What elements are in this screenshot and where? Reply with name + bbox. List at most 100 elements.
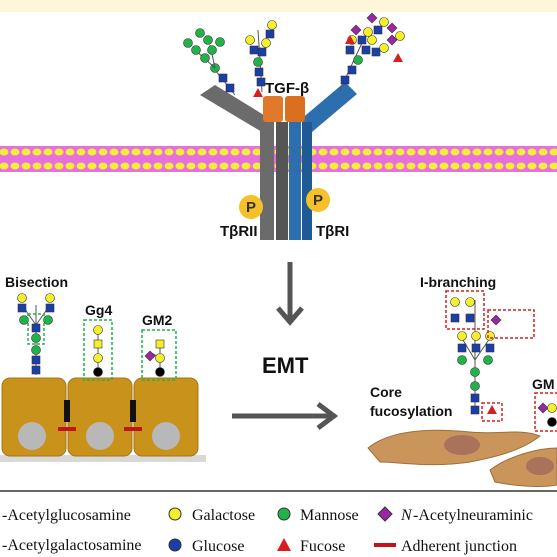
lipid-head [505,148,515,156]
glycan-square [155,339,165,349]
adherent-junction-icon [374,543,396,547]
glycan-circle [215,37,225,47]
lipid-head [395,162,405,170]
tbri-stem-1 [289,122,301,240]
lipid-head [472,148,482,156]
lipid-head [329,162,339,170]
lipid-head [142,148,152,156]
lipid-head [76,148,86,156]
tgf-beta-ligand-1 [263,96,283,122]
lipid-head [43,162,53,170]
legend-glucose: Glucose [192,538,244,555]
i-branching-box-2 [487,309,535,339]
glycan-square [345,45,355,55]
glycan-square [31,365,41,375]
epithelial-cells [0,377,206,462]
lipid-head [164,148,174,156]
mannose-icon [277,507,291,521]
galactose-icon [168,507,182,521]
lipid-head [472,162,482,170]
glycan-square [371,47,381,57]
lipid-head [197,148,207,156]
glycan-square [357,35,367,45]
glycan-circle [457,355,467,365]
glycan-circle [485,331,495,341]
nucleus-1 [18,422,46,450]
lipid-head [483,148,493,156]
fucosylation-label: fucosylation [370,403,452,419]
lipid-head [131,162,141,170]
lipid-head [219,148,229,156]
lipid-head [406,162,416,170]
nucleus-2 [86,422,114,450]
legend-adherent: Adherent junction [401,538,517,555]
lipid-head [208,148,218,156]
lipid-head [439,162,449,170]
emt-label: EMT [262,353,309,378]
lipid-head [43,148,53,156]
glycan-triangle [487,405,497,414]
lipid-head [164,162,174,170]
tbri-stem-2 [302,122,312,240]
lipid-head [10,162,20,170]
glycan-circle [191,45,201,55]
lipid-head [32,148,42,156]
lipid-head [186,162,196,170]
top-banner [0,0,557,12]
glycan-circle [93,367,103,377]
i-branching-label: I-branching [420,274,496,290]
gm-partial-label: GM [532,376,555,392]
glycan-circle [367,35,377,45]
tbrii-stem-1 [260,122,274,240]
lipid-head [65,162,75,170]
lipid-head [87,148,97,156]
glycan-square [17,303,27,313]
lipid-head [98,162,108,170]
legend-neu-n: N [400,507,413,524]
glycan-circle [93,353,103,363]
lipid-head [384,162,394,170]
lipid-head [516,162,526,170]
tbri-right-arm [300,82,357,132]
core-label: Core [370,384,402,400]
adherent-junction-1 [58,427,76,431]
glycan-square [256,77,266,87]
glycan-square [45,303,55,313]
glycan-diamond [386,34,398,46]
lipid-head [120,162,130,170]
lower-glycans [17,293,557,427]
tgf-beta-receptor-complex: P P [200,82,357,240]
glycan-circle [93,325,103,335]
lipid-head [98,148,108,156]
lipid-head [109,148,119,156]
lipid-head [252,148,262,156]
glycan-circle [547,417,557,427]
glycan-circle [207,45,217,55]
lipid-head [395,148,405,156]
glycan-square [93,339,103,349]
lipid-head [384,148,394,156]
glycan-square [31,355,41,365]
lipid-head [351,148,361,156]
bisection-box [27,313,45,345]
lipid-head [208,162,218,170]
lipid-head [241,162,251,170]
lipid-head [175,162,185,170]
lipid-head [219,162,229,170]
glycan-circle [470,381,480,391]
lipid-head [373,148,383,156]
lipid-head [450,148,460,156]
lipid-head [428,162,438,170]
nucleus-3 [152,422,180,450]
glycan-circle [465,297,475,307]
glycan-square [450,313,460,323]
right-arrow-head [316,402,339,430]
glycan-circle [43,315,53,325]
adherent-junction-2 [124,427,142,431]
lipid-head [175,148,185,156]
glycan-diamond [144,350,156,362]
glycan-circle [379,17,389,27]
lipid-head [527,148,537,156]
